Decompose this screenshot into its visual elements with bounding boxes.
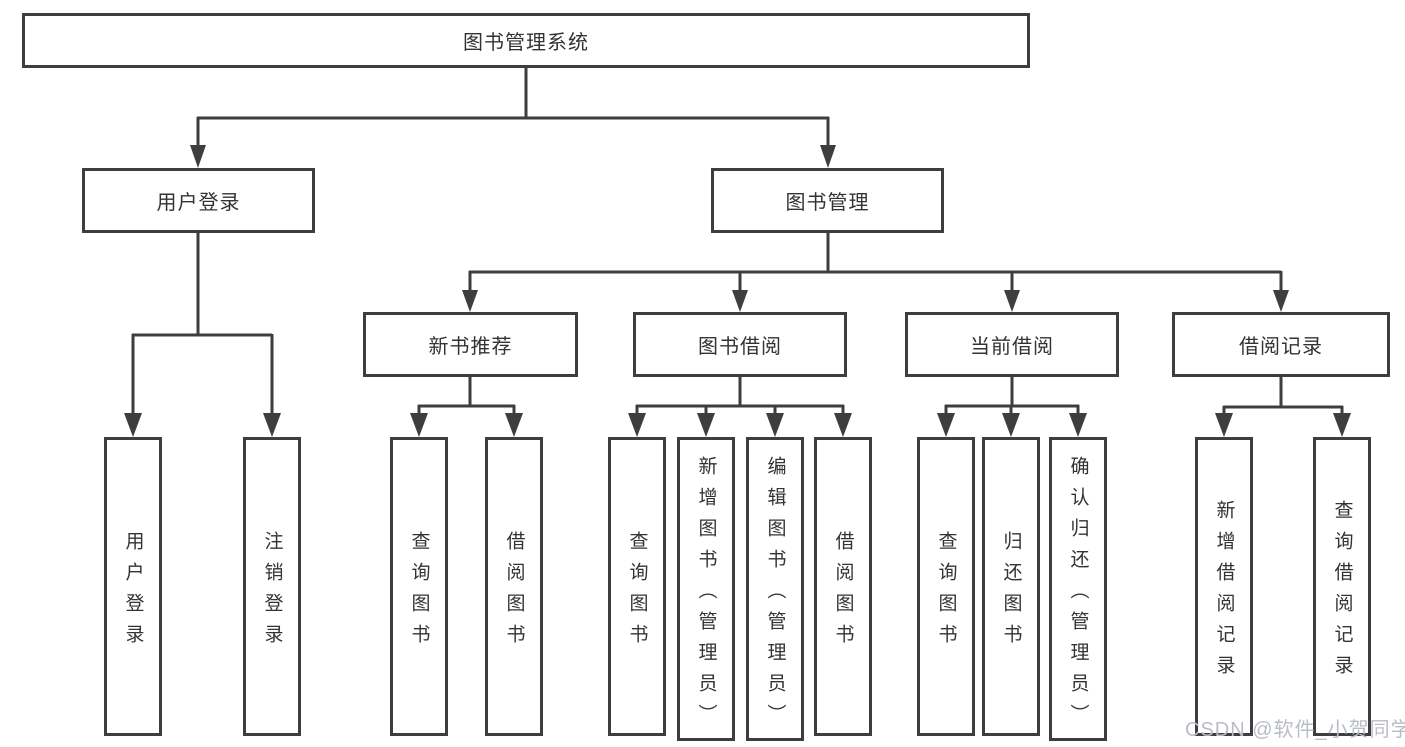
leaf-borrow-book-borrowing: 借阅图书: [814, 437, 872, 736]
csdn-watermark: CSDN @软件_小贺同学: [1185, 719, 1405, 741]
leaf-label: 注销登录: [261, 530, 283, 655]
leaf-label: 确认归还（管理员）: [1067, 455, 1089, 735]
node-label: 用户登录: [156, 192, 241, 214]
leaf-add-book-admin: 新增图书（管理员）: [677, 437, 735, 741]
leaf-borrow-book-recommend: 借阅图书: [485, 437, 543, 736]
leaf-user-login: 用户登录: [104, 437, 162, 736]
node-label: 图书管理系统: [463, 32, 589, 54]
leaf-add-borrow-record: 新增借阅记录: [1195, 437, 1253, 736]
node-label: 借阅记录: [1239, 336, 1323, 358]
connector-current-borrowing: [944, 377, 1080, 416]
node-current-borrowing: 当前借阅: [905, 312, 1119, 377]
node-book-borrowing: 图书借阅: [633, 312, 847, 377]
connector-book-management: [468, 233, 1283, 292]
connector-borrowing-records: [1222, 377, 1344, 416]
leaf-logout-login: 注销登录: [243, 437, 301, 736]
leaf-query-book-recommend: 查询图书: [390, 437, 448, 736]
leaf-label: 查询图书: [935, 530, 957, 655]
leaf-confirm-return-admin: 确认归还（管理员）: [1049, 437, 1107, 741]
leaf-label: 新增图书（管理员）: [695, 455, 717, 735]
leaf-label: 借阅图书: [832, 530, 854, 655]
node-library-management-system: 图书管理系统: [22, 13, 1030, 68]
leaf-query-borrow-record: 查询借阅记录: [1313, 437, 1371, 736]
node-label: 图书管理: [785, 192, 870, 214]
leaf-label: 新增借阅记录: [1213, 499, 1235, 686]
leaf-label: 编辑图书（管理员）: [764, 455, 786, 735]
leaf-label: 查询图书: [626, 530, 648, 655]
node-new-book-recommend: 新书推荐: [363, 312, 578, 377]
leaf-label: 查询图书: [408, 530, 430, 655]
leaf-query-book-current: 查询图书: [917, 437, 975, 736]
leaf-label: 归还图书: [1000, 530, 1022, 655]
connector-book-borrowing: [635, 377, 845, 416]
leaf-query-book-borrowing: 查询图书: [608, 437, 666, 736]
node-user-login: 用户登录: [82, 168, 315, 233]
node-label: 新书推荐: [428, 336, 513, 358]
connector-root: [196, 68, 830, 147]
connector-new-book: [417, 377, 516, 416]
node-label: 当前借阅: [970, 336, 1054, 358]
node-borrowing-records: 借阅记录: [1172, 312, 1390, 377]
leaf-label: 借阅图书: [503, 530, 525, 655]
leaf-label: 查询借阅记录: [1331, 499, 1353, 686]
node-book-management: 图书管理: [711, 168, 944, 233]
leaf-edit-book-admin: 编辑图书（管理员）: [746, 437, 804, 741]
arrowheads: [124, 145, 1351, 437]
leaf-label: 用户登录: [122, 530, 144, 655]
leaf-return-book: 归还图书: [982, 437, 1040, 736]
node-label: 图书借阅: [698, 336, 782, 358]
connector-user-login: [131, 233, 274, 416]
